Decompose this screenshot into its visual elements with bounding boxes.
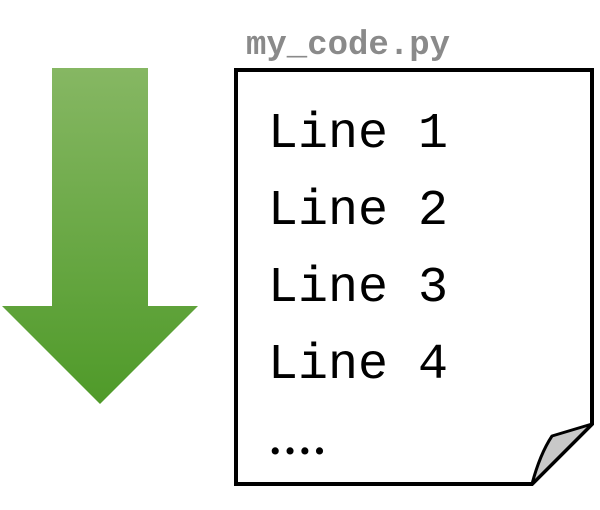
code-line-2: Line 2 [268, 183, 449, 240]
code-line-4: Line 4 [268, 337, 449, 394]
file-name-label: my_code.py [246, 27, 451, 65]
down-arrow-icon [2, 68, 198, 404]
code-line-1: Line 1 [268, 106, 449, 163]
code-lines: Line 1 Line 2 Line 3 Line 4 [268, 96, 448, 404]
document-page-icon [234, 68, 594, 486]
continuation-ellipsis: …. [268, 415, 327, 464]
code-line-3: Line 3 [268, 260, 449, 317]
